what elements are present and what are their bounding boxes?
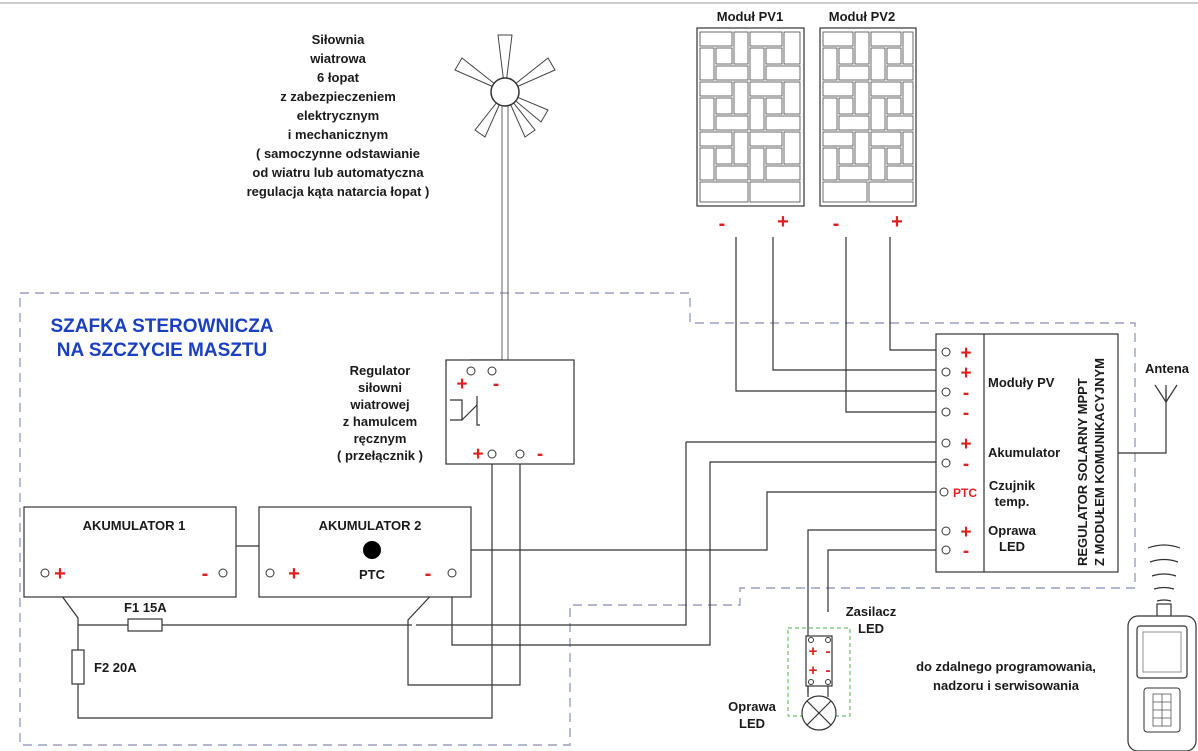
svg-text:F2 20A: F2 20A [94,660,137,675]
svg-text:+: + [960,343,971,364]
wiring [44,237,1167,719]
svg-text:+: + [456,374,467,395]
svg-text:i mechanicznym: i mechanicznym [288,127,388,142]
remote-label: do zdalnego programowania, nadzoru i ser… [916,659,1096,693]
svg-text:Siłownia: Siłownia [312,32,366,47]
pv-module-2: Moduł PV2 - + [819,9,917,235]
fuse-f1: F1 15A [124,600,167,632]
svg-text:AKUMULATOR 1: AKUMULATOR 1 [83,518,186,533]
svg-text:6 łopat: 6 łopat [317,70,360,85]
pv2-minus: - [833,213,840,235]
svg-text:-: - [826,662,831,679]
svg-text:+: + [472,444,483,465]
turbine-hub [490,77,520,107]
led-psu: + - + - Zasilacz LED [787,604,897,717]
svg-text:nadzoru i serwisowania: nadzoru i serwisowania [933,678,1080,693]
svg-text:+: + [54,563,66,585]
solar-regulator-terminals: + + - - + - PTC + - [939,343,977,562]
wind-regulator: + - + - [445,359,575,465]
svg-text:PTC: PTC [953,486,977,500]
svg-text:Regulator: Regulator [350,363,411,378]
svg-text:z zabezpieczeniem: z zabezpieczeniem [280,89,396,104]
cabinet-title-line1: SZAFKA STEROWNICZA [50,316,273,337]
svg-text:siłowni: siłowni [358,380,402,395]
svg-text:do zdalnego programowania,: do zdalnego programowania, [916,659,1096,674]
svg-text:AKUMULATOR 2: AKUMULATOR 2 [319,518,422,533]
battery-2: AKUMULATOR 2 + PTC - [258,506,472,598]
led-lamp: Oprawa LED [728,686,837,731]
svg-text:+: + [960,363,971,384]
svg-text:wiatrowej: wiatrowej [349,397,409,412]
svg-text:( przełącznik ): ( przełącznik ) [337,448,423,463]
svg-text:Oprawa: Oprawa [728,699,776,714]
group-pv-label: Moduły PV [988,375,1055,390]
battery-1: AKUMULATOR 1 + - [23,506,237,598]
svg-text:+: + [809,662,818,679]
svg-text:PTC: PTC [359,567,386,582]
pv1-label: Moduł PV1 [717,9,783,24]
svg-text:-: - [963,403,969,424]
svg-text:F1 15A: F1 15A [124,600,167,615]
wind-regulator-label: Regulator siłowni wiatrowej z hamulcem r… [337,363,423,463]
pv1-plus: + [777,211,789,233]
cabinet-title-line2: NA SZCZYCIE MASZTU [57,340,267,361]
svg-text:Zasilacz: Zasilacz [846,604,897,619]
svg-text:-: - [493,374,499,395]
pv2-label: Moduł PV2 [829,9,895,24]
svg-text:LED: LED [739,716,765,731]
svg-text:-: - [202,563,209,585]
pv-module-1: Moduł PV1 - + [696,9,805,235]
svg-text:-: - [425,563,432,585]
svg-text:-: - [537,444,543,465]
fuse-f2: F2 20A [71,649,137,685]
svg-text:-: - [963,541,969,562]
svg-text:+: + [960,434,971,455]
svg-text:+: + [809,643,818,660]
svg-text:ręcznym: ręcznym [354,431,407,446]
antenna: Antena [1145,361,1190,404]
ptc-sensor-dot [363,541,381,559]
svg-text:+: + [288,563,300,585]
solar-regulator-title-1: REGULATOR SOLARNY MPPT [1075,378,1090,566]
pv1-minus: - [719,213,726,235]
svg-text:regulacja kąta natarcia łopat: regulacja kąta natarcia łopat ) [247,184,430,199]
group-battery-label: Akumulator [988,445,1060,460]
svg-text:LED: LED [858,621,884,636]
svg-text:od wiatru lub automatyczna: od wiatru lub automatyczna [252,165,424,180]
svg-text:Oprawa: Oprawa [988,523,1036,538]
svg-text:-: - [826,643,831,660]
pv2-plus: + [891,211,903,233]
svg-text:Antena: Antena [1145,361,1190,376]
svg-text:z hamulcem: z hamulcem [343,414,417,429]
svg-text:wiatrowa: wiatrowa [309,51,366,66]
turbine-description: Siłownia wiatrowa 6 łopat z zabezpieczen… [247,32,430,199]
svg-text:+: + [960,522,971,543]
svg-text:-: - [963,383,969,404]
svg-text:elektrycznym: elektrycznym [297,108,379,123]
svg-text:-: - [963,454,969,475]
cabinet-outline [19,292,1136,746]
solar-regulator-title-2: Z MODUŁEM KOMUNIKACYJNYM [1092,358,1107,566]
svg-text:Czujnik: Czujnik [989,478,1036,493]
solar-regulator: + + - - + - PTC + - Moduły PV Akumulator… [935,333,1119,573]
svg-text:LED: LED [999,539,1025,554]
svg-text:temp.: temp. [995,494,1030,509]
wind-turbine [454,34,556,368]
remote-device [1127,544,1197,751]
svg-text:( samoczynne odstawianie: ( samoczynne odstawianie [256,146,420,161]
